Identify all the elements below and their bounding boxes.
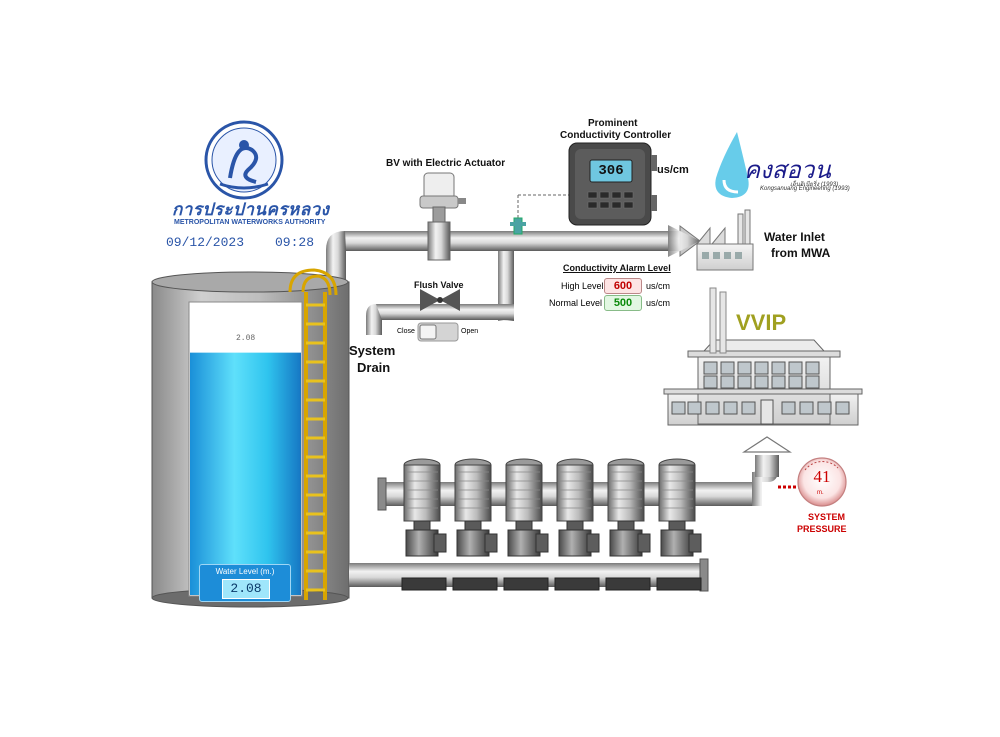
alarm-normal-value[interactable]: 500 bbox=[604, 295, 642, 311]
drain-label-1: System bbox=[349, 343, 396, 358]
tank-water-fill bbox=[190, 352, 301, 595]
building-window bbox=[737, 375, 752, 389]
alarm-high-label: High Level bbox=[561, 281, 604, 291]
inlet-label-1: Water Inlet bbox=[764, 230, 825, 244]
kongsanuang-logo-drop bbox=[715, 132, 749, 198]
mwa-emblem bbox=[204, 120, 284, 200]
pump-unit[interactable] bbox=[605, 458, 651, 591]
building-window bbox=[788, 361, 803, 375]
building-window bbox=[705, 401, 720, 415]
partner-sub-1: เอ็นจิเนียริ่ง (1993) bbox=[790, 182, 839, 188]
building-window bbox=[835, 401, 850, 415]
tank-inlet-elbow bbox=[326, 231, 346, 282]
flush-open-label: Open bbox=[461, 328, 479, 335]
flush-valve-label: Flush Valve bbox=[414, 280, 464, 290]
building-window bbox=[703, 361, 718, 375]
header-time: 09:28 bbox=[275, 235, 315, 250]
pressure-label-1: SYSTEM bbox=[808, 512, 846, 522]
alarm-normal-unit: us/cm bbox=[646, 298, 671, 308]
building-window bbox=[771, 375, 786, 389]
flush-valve-toggle[interactable] bbox=[417, 322, 459, 342]
building-window bbox=[799, 401, 814, 415]
tank-level-top-readout: 2.08 bbox=[236, 334, 256, 343]
riser-arrow bbox=[741, 436, 793, 453]
building-window bbox=[754, 361, 769, 375]
building-window bbox=[687, 401, 702, 415]
partner-name-thai: คงสอวน bbox=[744, 156, 831, 184]
alarm-high-unit: us/cm bbox=[646, 281, 671, 291]
bv-electric-actuator[interactable] bbox=[419, 172, 466, 261]
flush-drop-pipe bbox=[498, 251, 514, 321]
alarm-normal-label: Normal Level bbox=[549, 298, 603, 308]
building-window bbox=[771, 361, 786, 375]
flush-close-label: Close bbox=[397, 328, 415, 335]
water-level-panel-title: Water Level (m.) bbox=[215, 567, 275, 576]
pressure-label-2: PRESSURE bbox=[797, 524, 847, 534]
building-window bbox=[741, 401, 756, 415]
pump-unit[interactable] bbox=[401, 458, 447, 591]
building-window bbox=[737, 361, 752, 375]
conductivity-controller-device bbox=[568, 142, 657, 226]
header-date: 09/12/2023 bbox=[166, 235, 245, 250]
conductivity-sensor bbox=[510, 194, 572, 235]
building-window bbox=[720, 375, 735, 389]
building-window bbox=[788, 375, 803, 389]
flush-horizontal-pipe bbox=[376, 304, 514, 320]
org-name-en: METROPOLITAN WATERWORKS AUTHORITY bbox=[174, 219, 326, 226]
building-window bbox=[723, 401, 738, 415]
pressure-unit: m. bbox=[817, 490, 824, 496]
building-window bbox=[703, 375, 718, 389]
building-window bbox=[754, 375, 769, 389]
pump-unit[interactable] bbox=[554, 458, 600, 591]
ladder-rungs bbox=[306, 303, 325, 592]
building-window bbox=[805, 361, 820, 375]
bv-label: BV with Electric Actuator bbox=[386, 158, 506, 169]
org-name-thai: การประปานครหลวง bbox=[172, 200, 330, 219]
vvip-chimneys bbox=[709, 287, 727, 354]
pump-unit[interactable] bbox=[452, 458, 498, 591]
drain-elbow bbox=[366, 304, 382, 335]
water-tank bbox=[151, 271, 350, 608]
building-window bbox=[720, 361, 735, 375]
water-level-panel: Water Level (m.) 2.08 bbox=[199, 564, 291, 602]
building-window bbox=[671, 401, 686, 415]
partner-sub-2: Kongsanuang Engineering (1993) bbox=[760, 186, 850, 192]
pump-unit[interactable] bbox=[503, 458, 549, 591]
drain-label-2: Drain bbox=[357, 360, 391, 375]
building-window bbox=[805, 375, 820, 389]
pressure-value: 41 bbox=[813, 467, 831, 486]
vvip-label: VVIP bbox=[736, 310, 787, 335]
alarm-high-value[interactable]: 600 bbox=[604, 278, 642, 294]
pump-unit[interactable] bbox=[656, 458, 702, 591]
building-window bbox=[817, 401, 832, 415]
inlet-label-2: from MWA bbox=[771, 246, 831, 260]
inlet-factory bbox=[695, 209, 754, 271]
building-window bbox=[781, 401, 796, 415]
controller-unit: us/cm bbox=[657, 164, 689, 176]
alarm-title: Conductivity Alarm Level bbox=[563, 263, 671, 273]
controller-reading: 306 bbox=[598, 163, 624, 179]
controller-title-2: Conductivity Controller bbox=[560, 130, 672, 141]
water-level-panel-value: 2.08 bbox=[222, 579, 270, 599]
pressure-gauge bbox=[797, 457, 847, 507]
flush-valve-icon[interactable] bbox=[420, 289, 460, 311]
controller-title-1: Prominent bbox=[588, 118, 638, 129]
